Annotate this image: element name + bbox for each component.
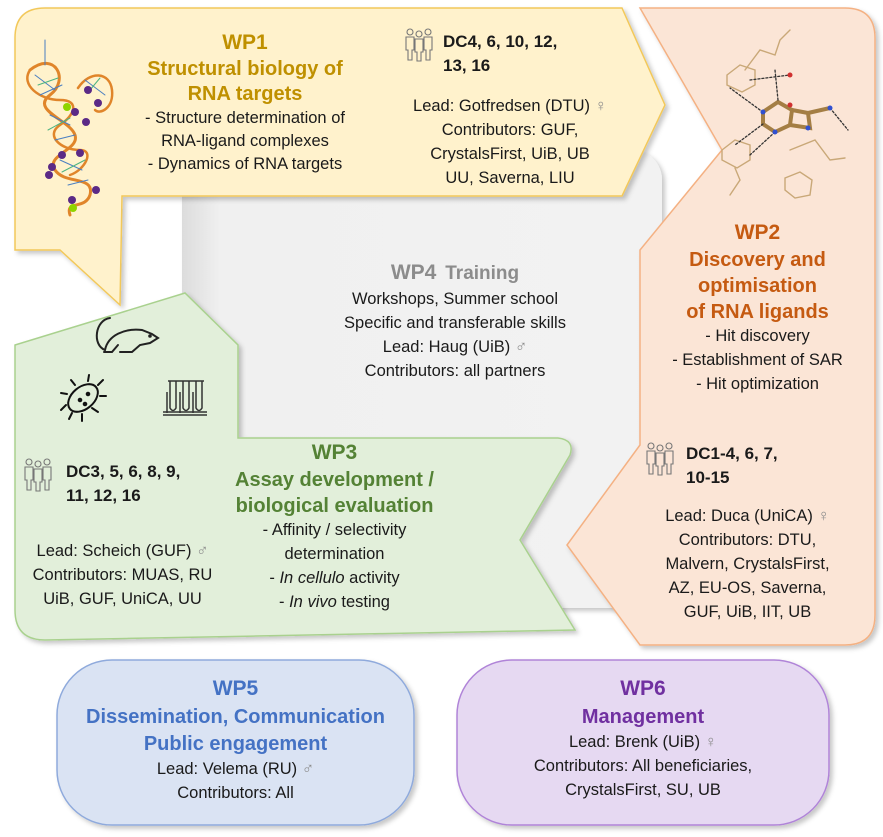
wp4-lead: Lead: Haug (UiB)	[382, 337, 511, 356]
wp5-title: WP5	[212, 677, 259, 700]
wp5-contributors: Contributors: All	[177, 784, 294, 803]
female-icon: ♀	[594, 97, 607, 115]
wp6-contributors-1: Contributors: All beneficiaries,	[533, 757, 753, 776]
wp3-task-3-italic: In cellulo	[279, 569, 345, 588]
wp3-box	[14, 292, 577, 641]
wp1-box	[14, 7, 666, 307]
wp5-box	[56, 659, 415, 826]
wp1-subtitle-line-2: RNA targets	[187, 83, 303, 106]
wp2-dc-line-2: 10-15	[686, 467, 730, 487]
wp3-title: WP3	[311, 441, 358, 464]
female-icon: ♀	[817, 507, 830, 525]
wp4-contributors: Contributors: all partners	[364, 361, 546, 380]
wp1-contributors-3: UU, Saverna, LIU	[445, 168, 575, 187]
wp2-task-3: - Hit optimization	[696, 375, 819, 394]
wp4-line-2: Specific and transferable skills	[344, 313, 566, 332]
wp2-subtitle-line-1: Discovery and	[689, 249, 826, 272]
rna-structure-image	[26, 39, 114, 217]
wp2-contributors-1: Contributors: DTU,	[678, 530, 817, 549]
wp3-lead-block: Lead: Scheich (GUF) ♂ Contributors: MUAS…	[15, 540, 230, 612]
wp4-line-1: Workshops, Summer school	[351, 289, 559, 308]
wp3-text: WP3 Assay development / biological evalu…	[232, 440, 437, 615]
wp2-task-2: - Establishment of SAR	[672, 351, 843, 370]
bacterium-icon	[60, 374, 107, 422]
female-icon: ♀	[704, 733, 718, 752]
male-icon: ♂	[514, 337, 528, 356]
test-tubes-icon	[163, 380, 207, 416]
wp2-text: WP2 Discovery and optimisation of RNA li…	[640, 220, 875, 397]
wp5-subtitle-line-1: Dissemination, Communication	[86, 706, 385, 729]
wp2-contributors-2: Malvern, CrystalsFirst,	[665, 554, 830, 573]
wp3-task-4: - In vivo testing	[232, 591, 437, 615]
wp1-task-3: - Dynamics of RNA targets	[147, 155, 343, 174]
wp3-task-3-prefix: -	[269, 569, 280, 588]
wp4-title: WP4	[390, 261, 437, 284]
wp2-people-icon	[646, 442, 674, 476]
wp2-contributors-3: AZ, EU-OS, Saverna,	[668, 578, 827, 597]
wp2-contributors-4: GUF, UiB, IIT, UB	[683, 602, 812, 621]
wp3-task-3: - In cellulo activity	[232, 567, 437, 591]
wp1-task-2: RNA-ligand complexes	[161, 132, 329, 151]
wp3-people-icon	[24, 458, 52, 492]
male-icon: ♂	[301, 760, 315, 779]
wp2-lead-block: Lead: Duca (UniCA) ♀ Contributors: DTU, …	[620, 505, 875, 625]
wp1-dc-list: DC4, 6, 10, 12, 13, 16	[443, 30, 557, 78]
wp6-lead: Lead: Brenk (UiB)	[568, 733, 701, 752]
wp5-text: WP5 Dissemination, Communication Public …	[57, 676, 414, 806]
wp2-dc-line-1: DC1-4, 6, 7,	[686, 444, 778, 463]
wp2-subtitle-line-2: optimisation	[698, 275, 817, 298]
wp1-subtitle-line-1: Structural biology of	[147, 58, 343, 81]
wp5-lead: Lead: Velema (RU)	[156, 760, 298, 779]
wp1-lead: Lead: Gotfredsen (DTU)	[413, 97, 591, 115]
wp1-lead-block: Lead: Gotfredsen (DTU) ♀ Contributors: G…	[375, 95, 645, 191]
wp3-task-4-prefix: -	[279, 592, 290, 611]
mouse-icon	[95, 317, 160, 353]
wp3-task-4-rest: testing	[336, 592, 390, 611]
wp1-dc-line-1: DC4, 6, 10, 12,	[443, 32, 558, 51]
wp1-contributors-1: Contributors: GUF,	[441, 120, 579, 139]
wp3-task-3-rest: activity	[344, 569, 400, 588]
wp5-subtitle-line-2: Public engagement	[143, 733, 328, 756]
male-icon: ♂	[196, 542, 209, 560]
wp1-text: WP1 Structural biology of RNA targets - …	[95, 30, 395, 176]
wp4-text: WP4 Training Workshops, Summer school Sp…	[290, 260, 620, 383]
wp2-subtitle-line-3: of RNA ligands	[686, 301, 829, 324]
wp4-subtitle: Training	[445, 263, 520, 284]
wp2-task-1: - Hit discovery	[705, 327, 810, 346]
wp3-contributors-1: Contributors: MUAS, RU	[32, 565, 213, 584]
wp3-dc-list: DC3, 5, 6, 8, 9, 11, 12, 16	[66, 460, 180, 508]
wp3-dc-line-1: DC3, 5, 6, 8, 9,	[66, 462, 181, 481]
wp1-people-icon	[405, 28, 433, 62]
wp1-title: WP1	[222, 31, 268, 54]
wp3-task-4-italic: In vivo	[289, 592, 337, 611]
wp2-lead: Lead: Duca (UniCA)	[665, 507, 813, 525]
wp2-title: WP2	[734, 221, 781, 244]
wp3-task-1: - Affinity / selectivity	[262, 521, 407, 540]
wp6-box	[456, 659, 830, 826]
wp3-contributors-2: UiB, GUF, UniCA, UU	[43, 589, 202, 608]
wp1-task-1: - Structure determination of	[145, 109, 345, 128]
wp2-dc-list: DC1-4, 6, 7, 10-15	[686, 442, 778, 490]
wp1-contributors-2: CrystalsFirst, UiB, UB	[430, 144, 590, 163]
wp6-contributors-2: CrystalsFirst, SU, UB	[565, 781, 721, 800]
wp3-subtitle-line-1: Assay development /	[235, 469, 434, 492]
wp6-title: WP6	[620, 677, 666, 700]
wp3-lead: Lead: Scheich (GUF)	[36, 542, 192, 560]
ligand-binding-structure-image	[721, 29, 849, 199]
wp2-box	[566, 7, 876, 646]
wp3-task-2: determination	[284, 545, 385, 564]
wp1-dc-line-2: 13, 16	[443, 55, 491, 75]
wp3-dc-line-2: 11, 12, 16	[66, 485, 141, 505]
wp6-text: WP6 Management Lead: Brenk (UiB) ♀ Contr…	[457, 676, 829, 803]
wp3-subtitle-line-2: biological evaluation	[235, 495, 434, 518]
wp6-subtitle: Management	[581, 706, 705, 729]
